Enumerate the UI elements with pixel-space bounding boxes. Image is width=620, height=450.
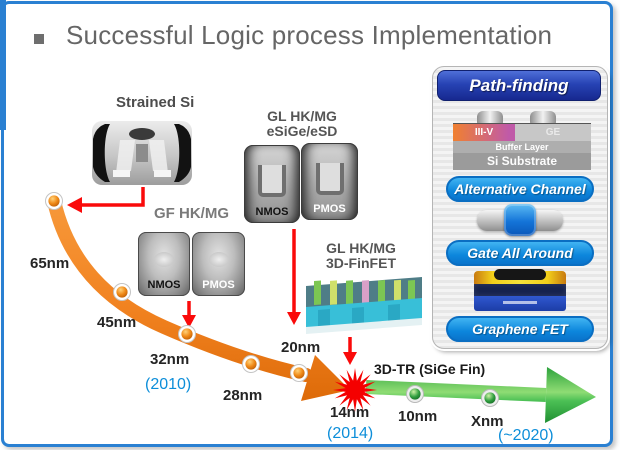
- node-dot-45nm: [113, 283, 131, 301]
- graphene-fet-graphic: [474, 269, 566, 311]
- pathfinding-header: Path-finding: [437, 70, 601, 101]
- future-tech-label: 3D-TR (SiGe Fin): [374, 361, 486, 377]
- pmos-label: PMOS: [313, 203, 346, 215]
- gl-esige-label-line2: eSiGe/eSD: [266, 123, 338, 139]
- gl-finfet-label: GL HK/MG 3D-FinFET: [316, 241, 406, 271]
- node-dot-65nm: [45, 192, 63, 210]
- si-substrate-band: Si Substrate: [453, 153, 591, 170]
- year-label-2014: (2014): [327, 425, 374, 442]
- slide-title: Successful Logic process Implementation: [66, 20, 553, 50]
- ge-channel-block: GE: [515, 124, 591, 142]
- strained-si-tem-graphic: [92, 121, 192, 185]
- gate-cross-section: [208, 252, 229, 268]
- badge-gate-all-around: Gate All Around: [446, 240, 594, 266]
- finfet-3d-graphic: [306, 277, 422, 334]
- node-dot-20nm: [290, 364, 308, 382]
- gf-hkmg-label: GF HK/MG: [154, 205, 229, 222]
- buffer-layer-band: Buffer Layer: [453, 141, 591, 153]
- graphene-substrate-layer: [474, 296, 566, 311]
- nmos-label: NMOS: [255, 206, 289, 218]
- u-gate-cross-section: [315, 163, 344, 196]
- node-label-45nm: 45nm: [97, 314, 137, 331]
- node-dot-28nm: [242, 355, 260, 373]
- esige-pmos-image: PMOS: [301, 143, 358, 220]
- node-dot-32nm: [178, 325, 196, 343]
- strained-si-pointer: [81, 187, 145, 207]
- gate-stack-icon: [477, 111, 503, 124]
- bullet-icon: [34, 34, 44, 44]
- node-label-28nm: 28nm: [223, 387, 263, 404]
- pmos-label: PMOS: [202, 279, 235, 291]
- badge-alternative-channel: Alternative Channel: [446, 176, 594, 202]
- badge-graphene-fet: Graphene FET: [446, 316, 594, 342]
- iii-v-channel-block: III-V: [453, 124, 515, 142]
- node-label-10nm: 10nm: [398, 408, 438, 425]
- graphene-mid-layer: [474, 284, 566, 296]
- strained-si-label: Strained Si: [116, 94, 195, 111]
- gl-esige-label-line1: GL HK/MG: [267, 108, 337, 124]
- strained-si-image: [92, 121, 192, 185]
- node-label-65nm: 65nm: [30, 255, 70, 272]
- node-dot-xnm: [481, 389, 499, 407]
- slide: Successful Logic process Implementation: [1, 1, 613, 447]
- gf-pmos-image: PMOS: [192, 232, 245, 296]
- gl-finfet-label-line1: GL HK/MG: [326, 240, 396, 256]
- substrate-mark: [503, 301, 537, 304]
- node-label-20nm: 20nm: [281, 339, 321, 356]
- node-label-32nm: 32nm: [150, 351, 190, 368]
- gl-esige-label: GL HK/MG eSiGe/eSD: [262, 109, 342, 139]
- gate-ring-icon: [504, 204, 536, 236]
- finfet-3d-image: [300, 274, 426, 336]
- nmos-label: NMOS: [147, 279, 181, 291]
- year-label-2010: (2010): [145, 376, 192, 393]
- graphene-sheet-icon: [494, 269, 546, 280]
- channel-layer-row: III-V GE: [453, 123, 591, 142]
- gate-cross-section: [154, 252, 174, 268]
- graphene-top-layer: [474, 269, 566, 284]
- node-dot-10nm: [406, 385, 424, 403]
- gate-stack-icon: [530, 111, 556, 124]
- left-accent-bar: [0, 0, 6, 130]
- year-label-2020: (~2020): [498, 427, 554, 444]
- node-label-xnm: Xnm: [471, 413, 504, 430]
- u-gate-cross-section: [258, 165, 286, 198]
- pathfinding-panel: Path-finding III-V GE Buffer Layer Si Su…: [432, 66, 608, 349]
- node-label-14nm: 14nm: [330, 404, 370, 421]
- esige-nmos-image: NMOS: [244, 145, 300, 223]
- gl-finfet-label-line2: 3D-FinFET: [326, 255, 396, 271]
- gf-nmos-image: NMOS: [138, 232, 190, 296]
